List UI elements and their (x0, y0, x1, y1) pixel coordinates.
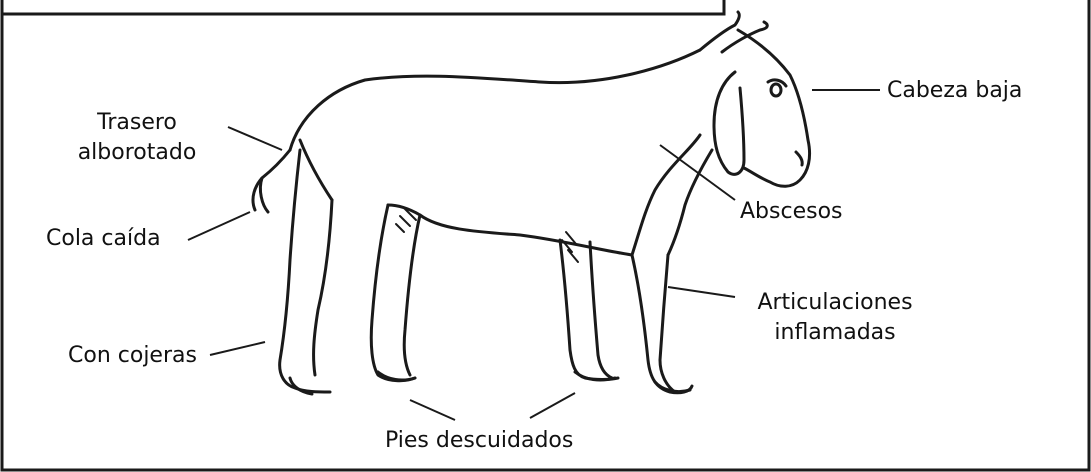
label-abscesos: Abscesos (740, 199, 843, 224)
leader-line-articulaciones (667, 286, 736, 298)
label-articulaciones-line1: Articulaciones (757, 290, 913, 315)
label-trasero-line1: Trasero (97, 110, 177, 135)
label-con-cojeras: Con cojeras (68, 343, 197, 368)
goat-illustration (251, 10, 812, 396)
leader-line-cola (187, 211, 251, 241)
label-cabeza-baja: Cabeza baja (887, 78, 1023, 103)
label-trasero-line2: alborotado (77, 140, 197, 165)
label-pies-descuidados: Pies descuidados (385, 428, 574, 453)
leader-lines (187, 89, 880, 421)
leader-line-trasero (227, 126, 283, 151)
leader-line-pies-left (409, 399, 456, 421)
label-articulaciones-line2: inflamadas (774, 320, 896, 345)
leader-line-cojeras (209, 341, 266, 356)
leader-line-pies-right (529, 392, 576, 419)
leader-line-abscesos (659, 144, 736, 201)
label-cola-caida: Cola caída (46, 226, 161, 251)
